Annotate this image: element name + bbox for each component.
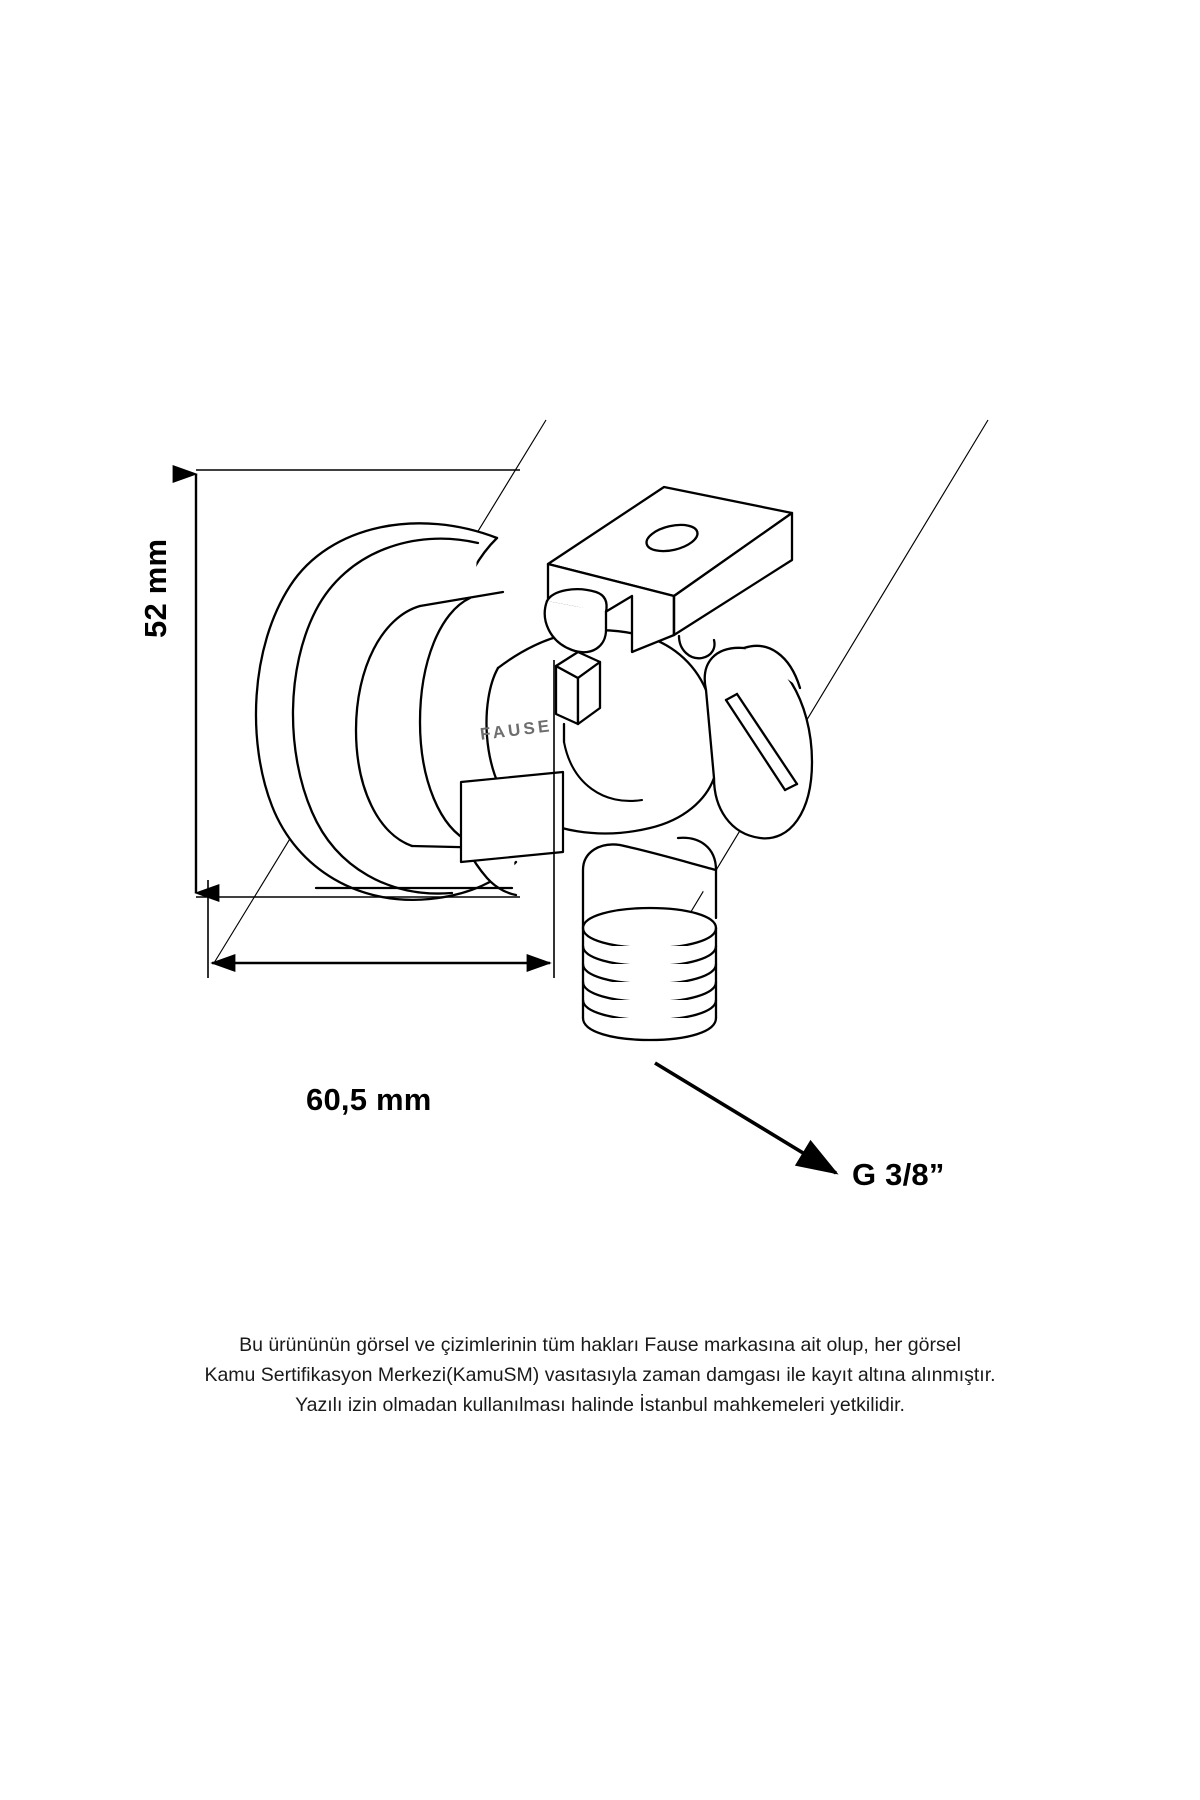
copyright-line-3: Yazılı izin olmadan kullanılması halinde… bbox=[295, 1394, 905, 1416]
copyright-notice: Bu ürününün görsel ve çizimlerinin tüm h… bbox=[0, 1330, 1200, 1420]
valve-drawing-svg bbox=[172, 419, 989, 1175]
thread-callout-leader bbox=[654, 1061, 839, 1175]
copyright-line-1: Bu ürününün görsel ve çizimlerinin tüm h… bbox=[239, 1334, 961, 1356]
threaded-outlet bbox=[581, 836, 718, 1042]
lever-handle bbox=[546, 485, 794, 654]
copyright-line-2: Kamu Sertifikasyon Merkezi(KamuSM) vasıt… bbox=[204, 1364, 996, 1386]
stem-collar bbox=[543, 588, 716, 660]
valve-hub bbox=[354, 590, 505, 850]
technical-drawing: 52 mm 60,5 mm G 3/8” FAUSE bbox=[138, 419, 989, 1192]
brand-plate bbox=[459, 770, 565, 864]
internal-contour bbox=[562, 740, 644, 802]
dimension-height-label: 52 mm bbox=[138, 538, 173, 638]
side-boss-cube bbox=[554, 650, 602, 744]
dimension-width bbox=[207, 660, 555, 978]
dimension-height bbox=[172, 465, 520, 902]
slotted-screw-head bbox=[703, 644, 814, 840]
thread-size-label: G 3/8” bbox=[852, 1157, 945, 1192]
dimension-width-label: 60,5 mm bbox=[306, 1082, 432, 1117]
